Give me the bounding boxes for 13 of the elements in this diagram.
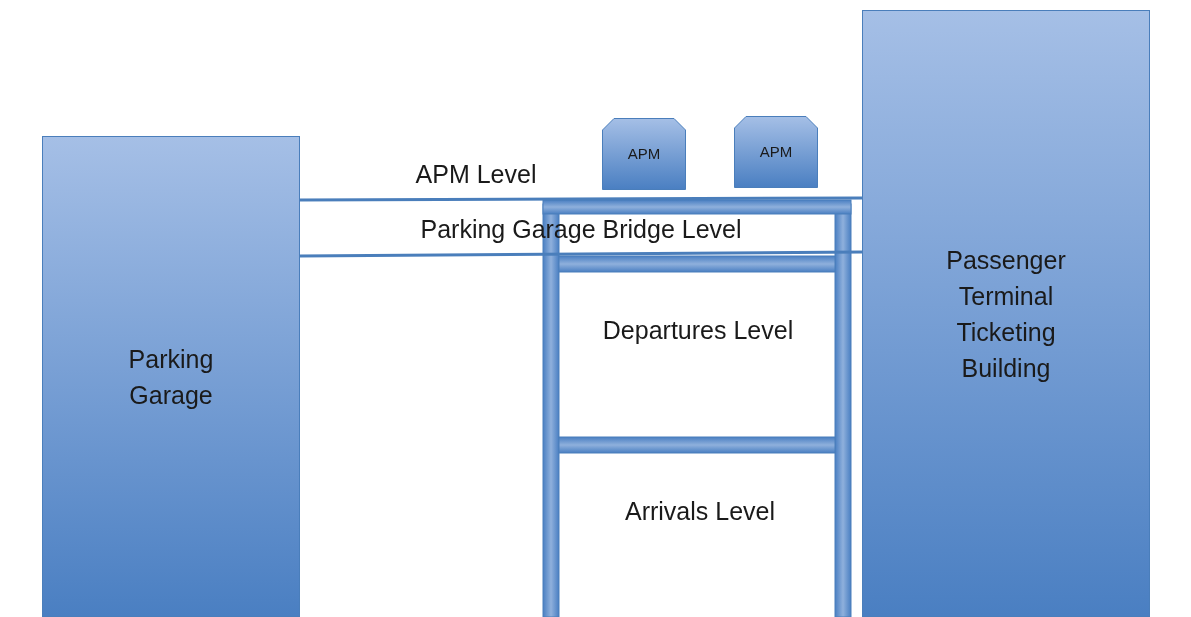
- level-line: [300, 250, 862, 258]
- building-label: Passenger Terminal Ticketing Building: [945, 244, 1067, 384]
- building-block: [862, 10, 1150, 617]
- car-label: APM: [759, 141, 793, 162]
- building-label: Parking Garage: [127, 343, 215, 411]
- apm-car: [602, 118, 686, 190]
- level-label: Arrivals Level: [624, 496, 776, 528]
- car-label: APM: [627, 143, 661, 164]
- building-block: [42, 136, 300, 617]
- apm-car: [734, 116, 818, 188]
- level-line: [300, 196, 862, 202]
- level-label: APM Level: [415, 159, 537, 191]
- level-label: Departures Level: [602, 315, 794, 347]
